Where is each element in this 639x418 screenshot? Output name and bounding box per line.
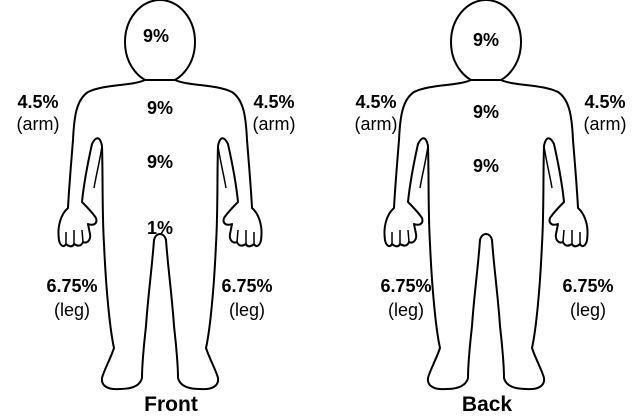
front-caption: Front xyxy=(144,395,198,415)
front-left-leg-label: (leg) xyxy=(54,300,90,320)
front-chest-percent: 9% xyxy=(147,98,173,118)
back-caption: Back xyxy=(462,395,512,415)
front-left-leg-percent: 6.75% xyxy=(46,276,97,296)
back-right-leg-percent: 6.75% xyxy=(562,276,613,296)
back-head-percent: 9% xyxy=(473,30,499,50)
front-groin-percent: 1% xyxy=(147,218,173,238)
back-left-leg-percent: 6.75% xyxy=(380,276,431,296)
back-right-arm-label: (arm) xyxy=(584,114,627,134)
back-lower-back-percent: 9% xyxy=(473,156,499,176)
front-left-arm-percent: 4.5% xyxy=(17,92,58,112)
back-right-leg-label: (leg) xyxy=(570,300,606,320)
back-left-leg-label: (leg) xyxy=(388,300,424,320)
back-body-outline xyxy=(384,0,587,389)
back-right-arm-percent: 4.5% xyxy=(584,92,625,112)
front-right-arm-percent: 4.5% xyxy=(253,92,294,112)
back-upper-back-percent: 9% xyxy=(473,102,499,122)
front-right-leg-percent: 6.75% xyxy=(221,276,272,296)
front-head-percent: 9% xyxy=(143,26,169,46)
front-right-leg-label: (leg) xyxy=(229,300,265,320)
back-left-arm-percent: 4.5% xyxy=(355,92,396,112)
front-left-arm-label: (arm) xyxy=(17,114,60,134)
front-body-outline xyxy=(58,0,261,389)
front-abdomen-percent: 9% xyxy=(147,152,173,172)
back-left-arm-label: (arm) xyxy=(355,114,398,134)
front-right-arm-label: (arm) xyxy=(253,114,296,134)
